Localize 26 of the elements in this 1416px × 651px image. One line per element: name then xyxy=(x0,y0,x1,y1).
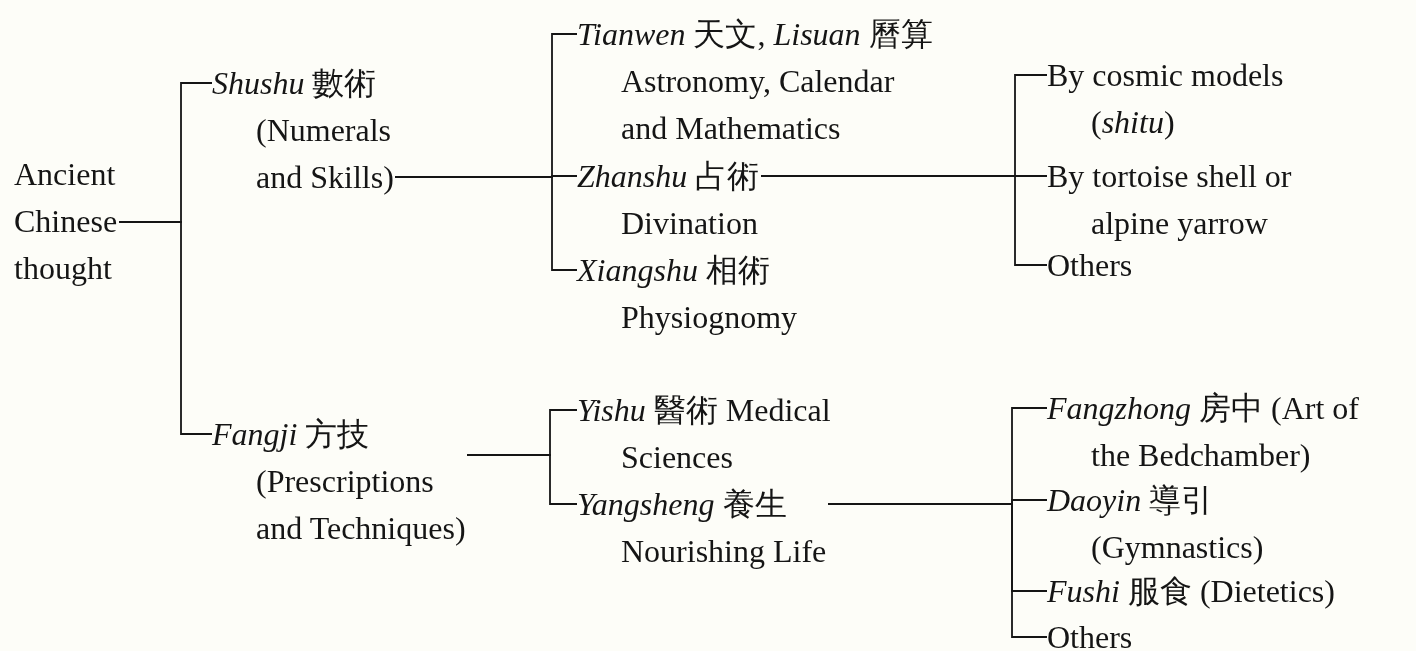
bracket-line xyxy=(118,221,213,435)
term-label: Daoyin 導引 (Gymnastics) xyxy=(1047,481,1265,567)
bracket-line xyxy=(466,454,578,505)
term-label: Fushi 服食 (Dietetics) xyxy=(1047,572,1336,611)
term-label: Fangji 方技 xyxy=(212,415,371,454)
gloss-label: (Numerals and Skills) xyxy=(255,111,395,197)
term-label: By cosmic models (shitu) xyxy=(1047,56,1285,142)
term-label: Ancient Chinese thought xyxy=(14,155,119,288)
term-label: Yangsheng 養生 xyxy=(577,485,788,524)
term-label: Others xyxy=(1047,246,1134,285)
term-label: Shushu 數術 xyxy=(212,64,378,103)
bracket-line xyxy=(760,175,1048,266)
gloss-label: Astronomy, Calendar and Mathematics xyxy=(620,62,896,148)
gloss-label: Physiognomy xyxy=(620,298,799,337)
bracket-line xyxy=(394,176,578,271)
bracket-line xyxy=(827,503,1048,638)
term-label: Xiangshu 相術 xyxy=(577,251,771,290)
term-label: Tianwen 天文, Lisuan 曆算 xyxy=(577,15,934,54)
gloss-label: Nourishing Life xyxy=(620,532,828,571)
term-label: Zhanshu 占術 xyxy=(577,157,761,196)
gloss-label: Divination xyxy=(620,204,759,243)
term-label: Fangzhong 房中 (Art of the Bedchamber) xyxy=(1047,389,1360,475)
term-label: Others xyxy=(1047,618,1134,651)
term-label: Yishu 醫術 Medical Sciences xyxy=(577,391,832,477)
gloss-label: (Prescriptions and Techniques) xyxy=(255,462,467,548)
term-label: By tortoise shell or alpine yarrow xyxy=(1047,157,1293,243)
